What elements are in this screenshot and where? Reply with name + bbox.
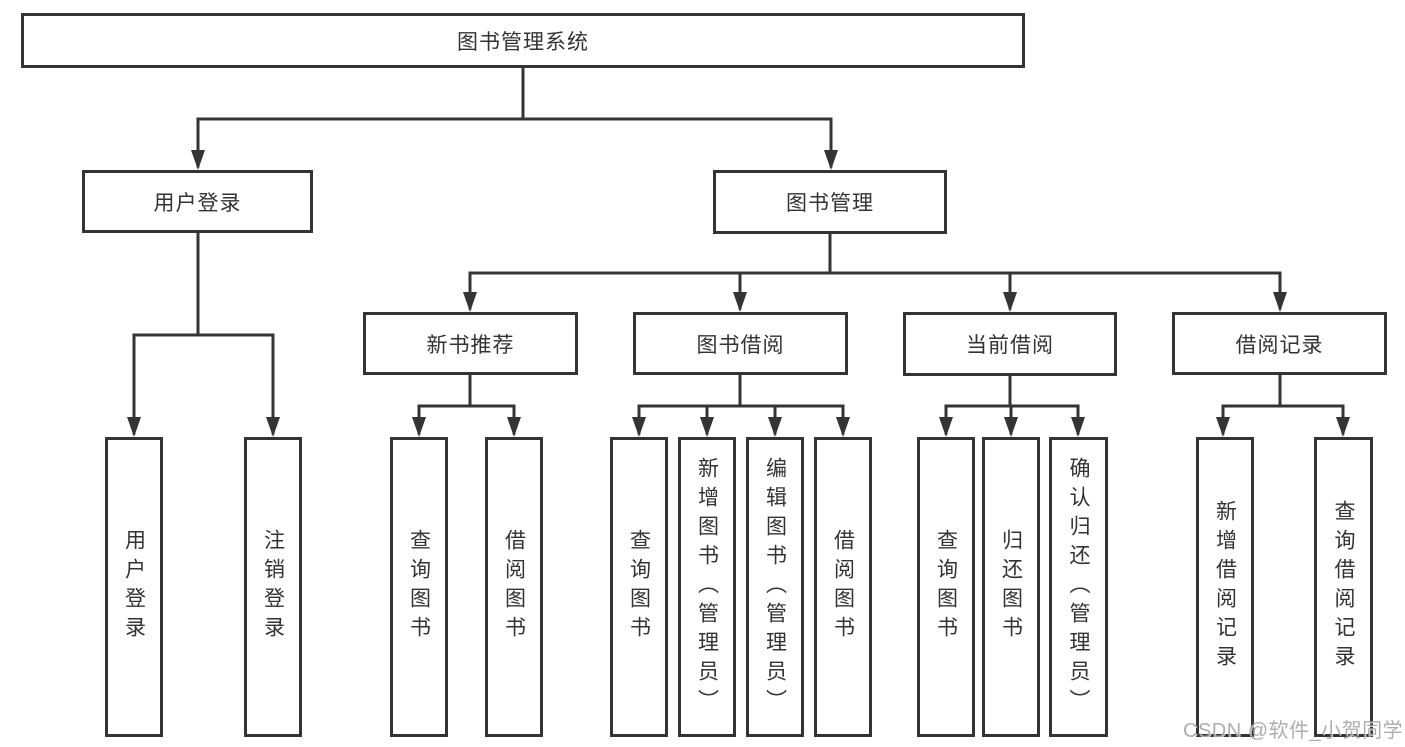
leaf-current-return-book: 归还图书 (982, 437, 1040, 737)
leaf-current-confirm-return-admin-label: 确认归还（管理员） (1067, 456, 1091, 718)
connector-borrow-to-leaves (632, 371, 850, 437)
leaf-records-query-record-label: 查询借阅记录 (1332, 500, 1356, 674)
leaf-user-login: 用户登录 (105, 437, 163, 737)
leaf-records-add-record-label: 新增借阅记录 (1213, 500, 1237, 674)
node-book-borrow-label: 图书借阅 (696, 333, 785, 357)
csdn-watermark: CSDN @软件_小贺同学 (1183, 720, 1404, 742)
node-current-borrow: 当前借阅 (903, 312, 1117, 376)
node-user-login-label: 用户登录 (153, 191, 242, 215)
leaf-current-query-book: 查询图书 (917, 437, 975, 737)
leaf-borrow-edit-book-admin: 编辑图书（管理员） (746, 437, 804, 737)
leaf-current-query-book-label: 查询图书 (934, 529, 958, 645)
node-new-book-recommend: 新书推荐 (363, 312, 578, 375)
node-user-login: 用户登录 (82, 170, 313, 233)
leaf-borrow-query-book-label: 查询图书 (627, 529, 651, 645)
leaf-recommend-borrow-book-label: 借阅图书 (502, 529, 526, 645)
connector-current-to-leaves (939, 371, 1085, 437)
node-book-management-label: 图书管理 (786, 192, 874, 215)
leaf-records-query-record: 查询借阅记录 (1314, 437, 1373, 737)
node-current-borrow-label: 当前借阅 (966, 334, 1054, 357)
leaf-records-add-record: 新增借阅记录 (1196, 437, 1254, 737)
leaf-borrow-borrow-book: 借阅图书 (814, 437, 872, 737)
node-root-system-label: 图书管理系统 (457, 30, 589, 54)
leaf-logout-label: 注销登录 (261, 529, 285, 645)
connector-records-to-leaves (1216, 371, 1350, 437)
leaf-borrow-edit-book-admin-label: 编辑图书（管理员） (763, 456, 787, 718)
leaf-borrow-add-book-admin-label: 新增图书（管理员） (695, 456, 719, 718)
leaf-current-return-book-label: 归还图书 (999, 529, 1023, 645)
node-new-book-recommend-label: 新书推荐 (426, 333, 515, 357)
leaf-current-confirm-return-admin: 确认归还（管理员） (1049, 437, 1108, 737)
connector-login-to-leaves (127, 229, 280, 437)
leaf-borrow-query-book: 查询图书 (610, 437, 668, 737)
connector-mgmt-to-level3 (463, 230, 1287, 312)
leaf-borrow-add-book-admin: 新增图书（管理员） (678, 437, 736, 737)
node-book-management: 图书管理 (713, 170, 947, 234)
leaf-logout: 注销登录 (244, 437, 302, 737)
leaf-user-login-label: 用户登录 (122, 529, 146, 645)
leaf-recommend-query-book-label: 查询图书 (407, 529, 431, 645)
connector-root-to-level2 (191, 64, 838, 170)
node-borrow-records: 借阅记录 (1172, 312, 1387, 375)
node-borrow-records-label: 借阅记录 (1235, 333, 1324, 357)
node-book-borrow: 图书借阅 (633, 312, 848, 375)
node-root-system: 图书管理系统 (21, 13, 1025, 68)
leaf-recommend-borrow-book: 借阅图书 (485, 437, 543, 737)
leaf-borrow-borrow-book-label: 借阅图书 (831, 529, 855, 645)
leaf-recommend-query-book: 查询图书 (390, 437, 448, 737)
connector-recommend-to-leaves (412, 371, 521, 437)
